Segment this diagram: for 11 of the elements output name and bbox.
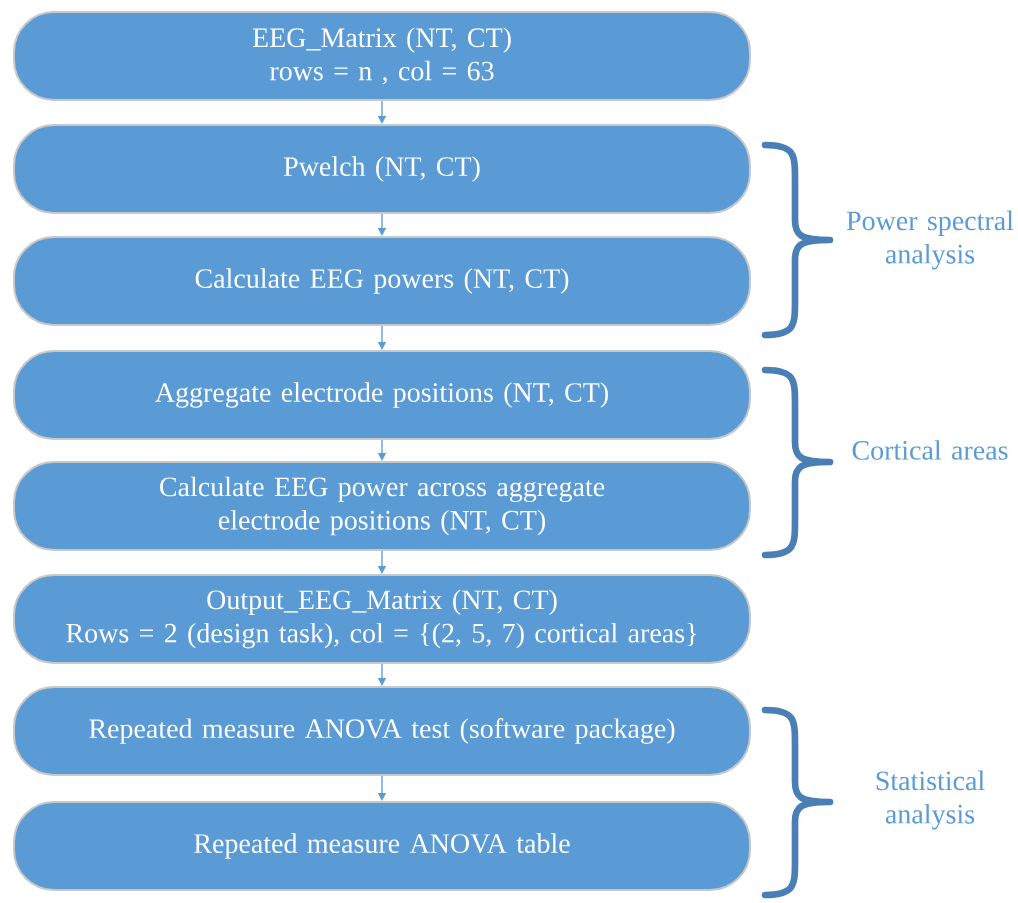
group-label: Power spectral analysis <box>846 210 1014 270</box>
process-box: Calculate EEG power across aggregate electrode positions (NT, CT) <box>13 461 751 551</box>
process-box: Repeated measure ANOVA test (software package) <box>13 686 751 776</box>
process-box: Pwelch (NT, CT) <box>13 124 751 214</box>
group-label: Statistical analysis <box>876 770 985 830</box>
process-box: Aggregate electrode positions (NT, CT) <box>13 350 751 440</box>
process-box: Calculate EEG powers (NT, CT) <box>13 236 751 326</box>
process-box: Repeated measure ANOVA table <box>13 801 751 891</box>
process-box: EEG_Matrix (NT, CT) rows = n , col = 63 <box>13 11 751 101</box>
group-label: Cortical areas <box>852 440 1008 460</box>
process-box: Output_EEG_Matrix (NT, CT) Rows = 2 (design task), col = {(2, 5, 7) cortical areas} <box>13 574 751 664</box>
